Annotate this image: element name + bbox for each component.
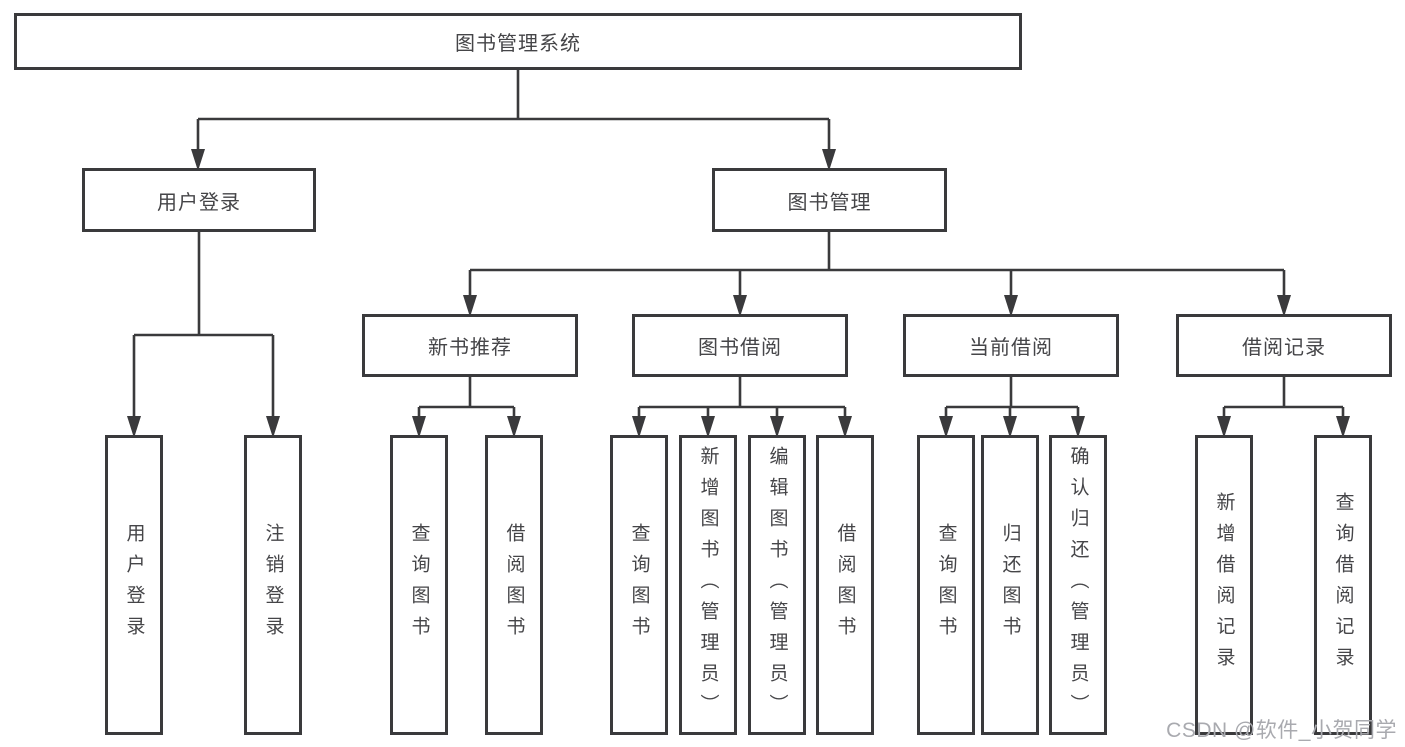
node-current-borrowing: 当前借阅 [903, 314, 1119, 377]
leaf-borrow-books-borrowing: 借阅图书 [816, 435, 874, 735]
node-library-management-system: 图书管理系统 [14, 13, 1022, 70]
leaf-query-books-recommend: 查询图书 [390, 435, 448, 735]
leaf-user-login: 用户登录 [105, 435, 163, 735]
leaf-logout: 注销登录 [244, 435, 302, 735]
leaf-query-books-current: 查询图书 [917, 435, 975, 735]
node-user-login-group: 用户登录 [82, 168, 316, 232]
leaf-add-borrow-record: 新增借阅记录 [1195, 435, 1253, 735]
leaf-edit-books-admin: 编辑图书（管理员） [748, 435, 806, 735]
leaf-confirm-return-admin: 确认归还（管理员） [1049, 435, 1107, 735]
node-new-book-recommend: 新书推荐 [362, 314, 578, 377]
node-borrowing-records: 借阅记录 [1176, 314, 1392, 377]
leaf-add-books-admin: 新增图书（管理员） [679, 435, 737, 735]
leaf-return-books: 归还图书 [981, 435, 1039, 735]
leaf-borrow-books-recommend: 借阅图书 [485, 435, 543, 735]
leaf-query-borrow-record: 查询借阅记录 [1314, 435, 1372, 735]
leaf-query-books-borrowing: 查询图书 [610, 435, 668, 735]
csdn-watermark: CSDN @软件_小贺同学 [1166, 719, 1397, 742]
node-book-management: 图书管理 [712, 168, 947, 232]
node-book-borrowing: 图书借阅 [632, 314, 848, 377]
